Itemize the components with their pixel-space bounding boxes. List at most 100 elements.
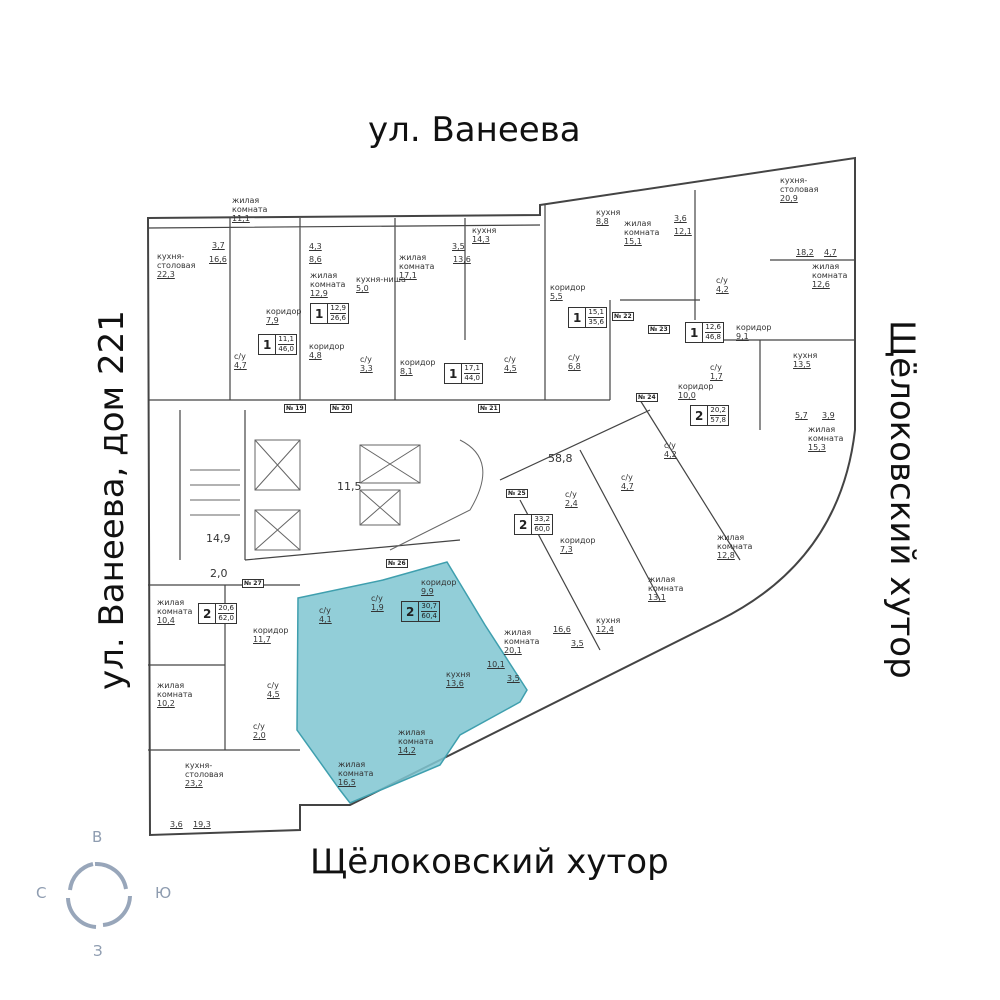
room-label: 19,3 [193,820,211,829]
room-name: с/у [504,355,516,364]
room-name: с/у [568,353,580,362]
room-label: 4,7 [824,248,837,257]
room-area: 22,3 [157,270,175,279]
room-name: кухня-ниша [356,275,406,284]
room-name: кухня [472,226,497,235]
apartment-number: № 26 [386,559,408,568]
room-name: с/у [253,722,265,731]
room-area: 13,5 [793,360,811,369]
room-count: 1 [311,304,329,323]
room-count: 2 [515,515,533,534]
room-area: 15,3 [808,443,826,452]
lobby-area: 11,5 [337,480,362,493]
room-count: 1 [445,364,463,383]
room-name: с/у [267,681,279,690]
room-area: 5,7 [795,411,808,420]
apartment-number: № 21 [478,404,500,413]
room-area: 3,9 [822,411,835,420]
living-area: 11,1 [278,335,294,345]
room-area: 3,5 [507,674,520,683]
room-name: жилая комната [399,253,435,271]
room-area: 1,7 [710,372,723,381]
vestibule-area: 2,0 [210,567,228,580]
room-label: 16,6 [209,255,227,264]
living-area: 20,6 [218,604,234,614]
room-name: кухня- столовая [185,761,224,779]
room-area: 4,8 [309,351,322,360]
room-area: 12,9 [310,289,328,298]
room-area: 13,6 [446,679,464,688]
living-area: 33,2 [534,515,550,525]
room-area: 8,1 [400,367,413,376]
room-name: с/у [716,276,728,285]
room-area: 9,9 [421,587,434,596]
room-name: жилая комната [624,219,660,237]
room-name: с/у [565,490,577,499]
compass-right: Ю [155,884,172,902]
room-area: 5,0 [356,284,369,293]
room-label: 3,6 [674,214,687,223]
room-count: 1 [259,335,277,354]
room-area: 19,3 [193,820,211,829]
room-label: 3,5 [571,639,584,648]
room-name: коридор [560,536,596,545]
room-name: коридор [678,382,714,391]
room-name: с/у [710,363,722,372]
room-name: коридор [309,342,345,351]
room-label: 8,6 [309,255,322,264]
room-label: 3,9 [822,411,835,420]
room-area: 10,4 [157,616,175,625]
living-area: 15,1 [588,308,604,318]
compass-top: В [92,828,103,846]
total-area: 62,0 [218,614,234,622]
room-area: 15,1 [624,237,642,246]
room-area: 5,5 [550,292,563,301]
room-name: коридор [266,307,302,316]
room-label: 12,1 [674,227,692,236]
room-area: 14,3 [472,235,490,244]
room-area: 1,9 [371,603,384,612]
room-name: коридор [550,283,586,292]
room-area: 2,0 [253,731,266,740]
room-area: 3,6 [170,820,183,829]
room-label: 13,6 [453,255,471,264]
room-area: 3,5 [452,242,465,251]
room-area: 12,1 [674,227,692,236]
total-area: 26,6 [330,314,346,322]
room-name: с/у [360,355,372,364]
room-label: 3,6 [170,820,183,829]
